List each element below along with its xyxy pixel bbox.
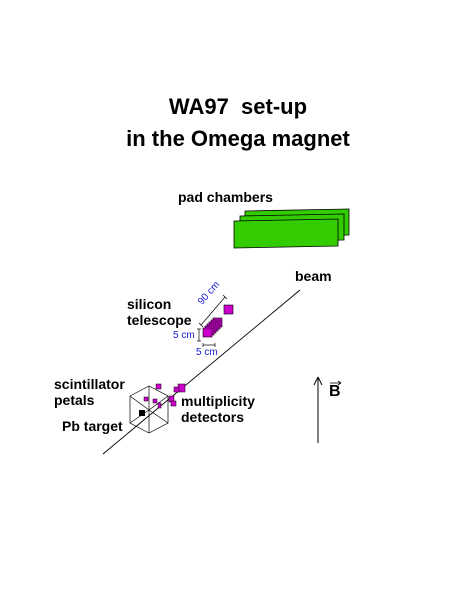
pb-target [139,410,145,416]
dimension-width-label: 5 cm [196,347,218,358]
dimension-width-line [202,343,216,347]
dimension-90cm-line [198,294,228,328]
beam-line [102,289,301,455]
dimension-height-line [197,328,201,342]
pad-chambers [233,208,350,249]
scintillator-petals [143,383,162,409]
scintillator-hexagon [129,385,169,434]
multiplicity-detectors [168,383,186,407]
detectors-label: detectors [181,409,245,425]
vector-arrow-icon [330,380,342,386]
beam-label: beam [295,268,332,284]
scintillator-label: scintillator [54,376,125,392]
diagram-title-line1: WA97 set-up [168,94,308,119]
silicon-label: silicon [127,296,172,312]
diagram-title-line2: in the Omega magnet [126,126,350,151]
arrow-up-icon [313,376,323,443]
multiplicity-label: multiplicity [181,393,255,409]
pad-chambers-label: pad chambers [178,189,273,205]
telescope-label: telescope [127,312,192,328]
field-label: B [329,383,341,400]
dimension-height-label: 5 cm [173,330,195,341]
silicon-telescope [202,304,234,338]
pb-target-label: Pb target [62,418,123,434]
petals-label: petals [54,392,95,408]
